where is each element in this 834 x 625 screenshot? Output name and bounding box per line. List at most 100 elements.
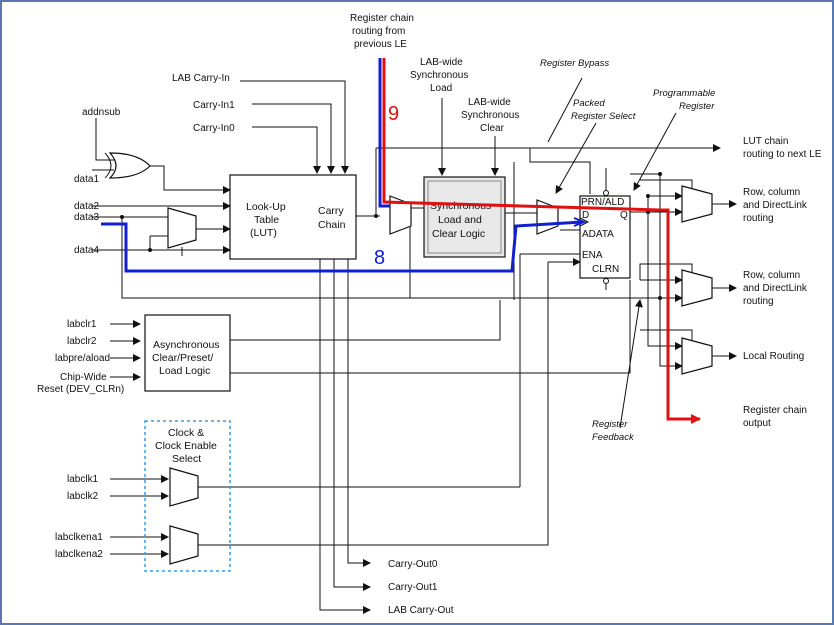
- async-logic-label: Asynchronous Clear/Preset/ Load Logic: [152, 339, 220, 377]
- lut-chain-output-label: LUT chain routing to next LE: [743, 136, 822, 160]
- wires: [92, 77, 737, 614]
- lab-carry-out-label: LAB Carry-Out: [388, 605, 454, 616]
- lut-block: [229, 174, 357, 260]
- chip-wide-label: Chip-Wide: [60, 372, 107, 383]
- labclkena2-label: labclkena2: [55, 549, 103, 560]
- svg-text:Table: Table: [254, 214, 279, 226]
- register-q-label: Q: [620, 210, 628, 221]
- xor-gate-icon: [108, 152, 151, 179]
- lut-label: Look-Up Table (LUT): [246, 201, 286, 239]
- data-mux-icon: [167, 207, 197, 249]
- output-mux-2-icon: [681, 269, 713, 307]
- svg-text:Synchronous: Synchronous: [461, 110, 519, 121]
- labpre-aload-label: labpre/aload: [55, 353, 110, 364]
- register-adata-label: ADATA: [582, 229, 614, 240]
- svg-text:and DirectLink: and DirectLink: [743, 200, 808, 211]
- blue-path-8: [101, 220, 583, 273]
- svg-text:Clear/Preset/: Clear/Preset/: [152, 352, 213, 364]
- svg-text:Asynchronous: Asynchronous: [153, 339, 220, 351]
- clock-select-label: Clock & Clock Enable Select: [155, 427, 217, 465]
- labclkena1-label: labclkena1: [55, 532, 103, 543]
- data3-label: data3: [74, 212, 99, 223]
- svg-text:Register chain: Register chain: [350, 13, 414, 24]
- svg-text:Register: Register: [592, 419, 628, 430]
- svg-text:and DirectLink: and DirectLink: [743, 283, 808, 294]
- path-8-label: 8: [374, 247, 385, 269]
- svg-text:Load Logic: Load Logic: [159, 365, 210, 377]
- svg-text:Clock Enable: Clock Enable: [155, 440, 217, 452]
- carry-out1-label: Carry-Out1: [388, 582, 438, 593]
- svg-text:Register chain: Register chain: [743, 405, 807, 416]
- register-prn-ald-label: PRN/ALD: [581, 197, 624, 208]
- svg-text:Clear Logic: Clear Logic: [432, 228, 485, 240]
- local-routing-label: Local Routing: [743, 351, 804, 362]
- row-col-output-2-label: Row, column and DirectLink routing: [743, 270, 808, 307]
- svg-text:routing from: routing from: [352, 26, 405, 37]
- lab-sync-load-label: LAB-wide Synchronous Load: [410, 57, 468, 94]
- svg-text:Row, column: Row, column: [743, 187, 800, 198]
- sync-load-block: [423, 176, 506, 258]
- clock-select-box: [144, 420, 231, 572]
- path-9-label: 9: [388, 103, 399, 125]
- carry-in1-label: Carry-In1: [193, 100, 235, 111]
- sync-load-label: Synchronous Load and Clear Logic: [430, 200, 491, 240]
- svg-text:Look-Up: Look-Up: [246, 201, 286, 213]
- labclk1-label: labclk1: [67, 474, 99, 485]
- carry-chain-label: Carry Chain: [318, 205, 346, 231]
- svg-text:LAB-wide: LAB-wide: [420, 57, 463, 68]
- register-feedback-label: Register Feedback: [592, 419, 635, 443]
- svg-text:Row, column: Row, column: [743, 270, 800, 281]
- carry-out0-label: Carry-Out0: [388, 559, 438, 570]
- output-mux-1-icon: [681, 185, 713, 223]
- async-logic-block: [144, 314, 231, 392]
- svg-text:(LUT): (LUT): [250, 227, 277, 239]
- data4-label: data4: [74, 245, 99, 256]
- data1-label: data1: [74, 174, 99, 185]
- red-path-9: [382, 58, 701, 424]
- reg-chain-in-label: Register chain routing from previous LE: [350, 13, 414, 50]
- clock-mux-icon: [169, 467, 199, 507]
- output-mux-3-icon: [681, 337, 713, 375]
- svg-text:Load: Load: [430, 83, 452, 94]
- svg-text:Clock &: Clock &: [168, 427, 204, 439]
- svg-text:Register: Register: [679, 101, 715, 112]
- programmable-register-label: Programmable Register: [653, 88, 715, 112]
- svg-text:Programmable: Programmable: [653, 88, 715, 99]
- svg-text:Packed: Packed: [573, 98, 605, 109]
- lab-sync-clear-label: LAB-wide Synchronous Clear: [461, 97, 519, 134]
- svg-text:Carry: Carry: [318, 205, 344, 217]
- data2-label: data2: [74, 201, 99, 212]
- addnsub-label: addnsub: [82, 107, 121, 118]
- blue-path-reg-chain: [378, 58, 390, 208]
- svg-text:LUT chain: LUT chain: [743, 136, 788, 147]
- svg-text:previous LE: previous LE: [354, 39, 407, 50]
- svg-text:output: output: [743, 418, 771, 429]
- svg-text:routing: routing: [743, 213, 774, 224]
- register-ena-label: ENA: [582, 250, 603, 261]
- svg-text:routing: routing: [743, 296, 774, 307]
- labclr2-label: labclr2: [67, 336, 97, 347]
- svg-text:Synchronous: Synchronous: [410, 70, 468, 81]
- lab-carry-in-label: LAB Carry-In: [172, 73, 230, 84]
- row-col-output-1-label: Row, column and DirectLink routing: [743, 187, 808, 224]
- svg-text:Register Select: Register Select: [571, 111, 636, 122]
- svg-text:LAB-wide: LAB-wide: [468, 97, 511, 108]
- chip-wide-reset-label: Reset (DEV_CLRn): [37, 384, 124, 395]
- svg-text:Feedback: Feedback: [592, 432, 635, 443]
- svg-text:Load and: Load and: [438, 214, 482, 226]
- reg-chain-output-label: Register chain output: [743, 405, 807, 429]
- labclr1-label: labclr1: [67, 319, 97, 330]
- svg-text:Chain: Chain: [318, 219, 346, 231]
- svg-text:routing to next LE: routing to next LE: [743, 149, 822, 160]
- register-bypass-label: Register Bypass: [540, 58, 609, 69]
- clock-enable-mux-icon: [169, 525, 199, 565]
- svg-text:Select: Select: [172, 453, 201, 465]
- labclk2-label: labclk2: [67, 491, 99, 502]
- carry-in0-label: Carry-In0: [193, 123, 235, 134]
- register-d-label: D: [582, 210, 589, 221]
- svg-text:Clear: Clear: [480, 123, 505, 134]
- packed-register-select-label: Packed Register Select: [571, 98, 636, 122]
